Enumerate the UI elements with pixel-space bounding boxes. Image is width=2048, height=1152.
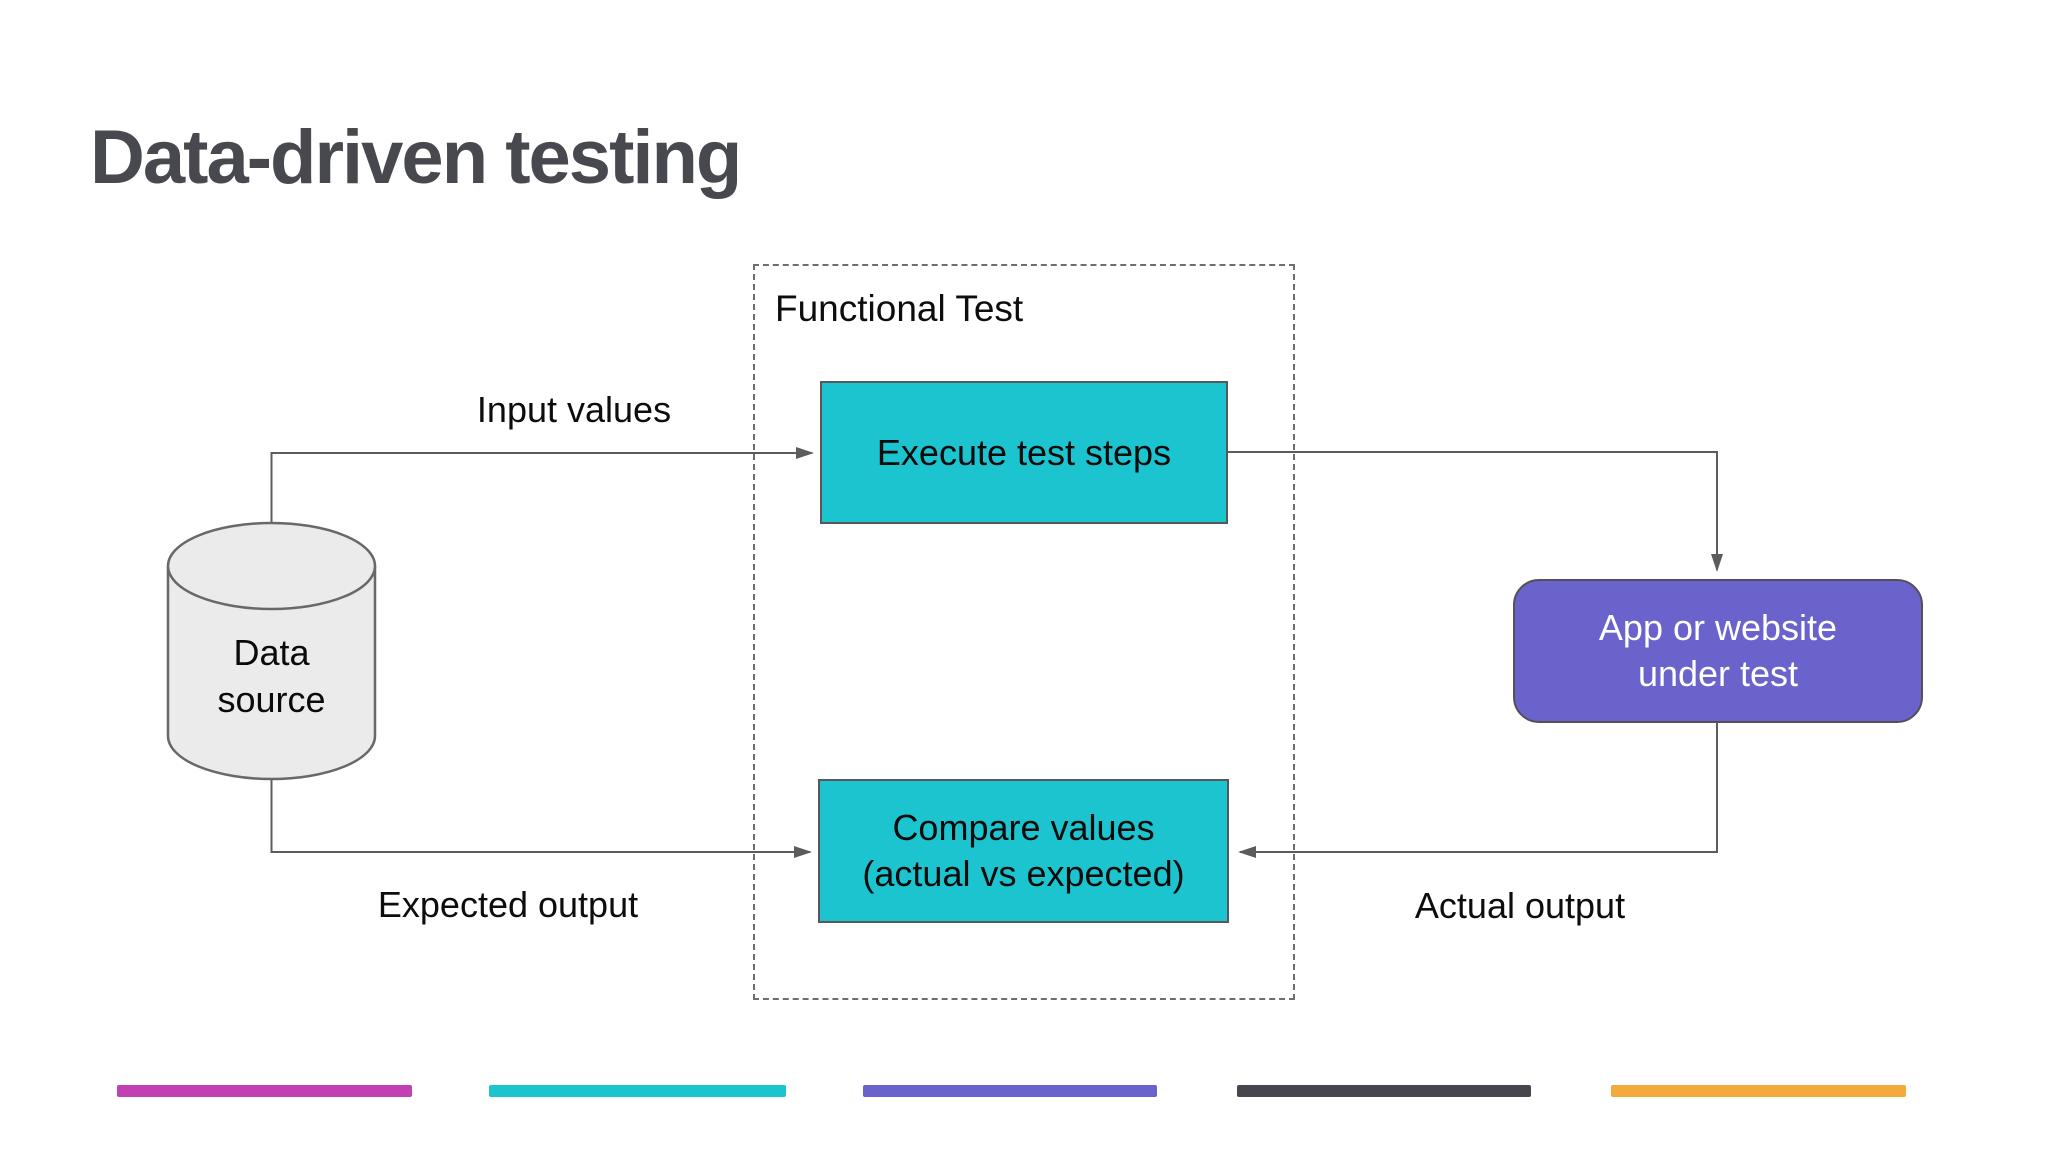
app-under-test-label: App or website under test xyxy=(1598,607,1838,694)
data-source-label: Data source xyxy=(217,632,326,720)
footer-bar-teal xyxy=(489,1085,786,1097)
functional-test-group: Functional Test xyxy=(753,264,1295,1000)
footer-bar-purple xyxy=(863,1085,1157,1097)
compare-values-node[interactable]: Compare values (actual vs expected) xyxy=(818,779,1229,923)
connector-lines xyxy=(270,447,1723,858)
app-under-test-node[interactable]: App or website under test xyxy=(1513,579,1923,723)
expected-output-label: Expected output xyxy=(377,884,639,925)
functional-test-label: Functional Test xyxy=(775,288,1024,329)
footer-bar-dark-gray xyxy=(1237,1085,1531,1097)
edge-input-values xyxy=(270,447,814,523)
execute-test-steps-label: Execute test steps xyxy=(876,431,1172,473)
cylinder-top xyxy=(166,521,377,611)
compare-values-label: Compare values (actual vs expected) xyxy=(862,807,1185,894)
input-values-label: Input values xyxy=(476,389,672,430)
footer-bar-magenta xyxy=(117,1085,412,1097)
data-source-cylinder xyxy=(166,521,377,781)
actual-output-label: Actual output xyxy=(1414,885,1626,926)
footer-bar-orange xyxy=(1611,1085,1906,1097)
cylinder-body xyxy=(166,566,377,781)
edge-execute-to-app xyxy=(1228,451,1723,572)
page-title: Data-driven testing xyxy=(90,115,742,200)
edge-expected-output xyxy=(270,779,812,858)
edge-actual-output xyxy=(1238,723,1718,858)
execute-test-steps-node[interactable]: Execute test steps xyxy=(820,381,1228,524)
